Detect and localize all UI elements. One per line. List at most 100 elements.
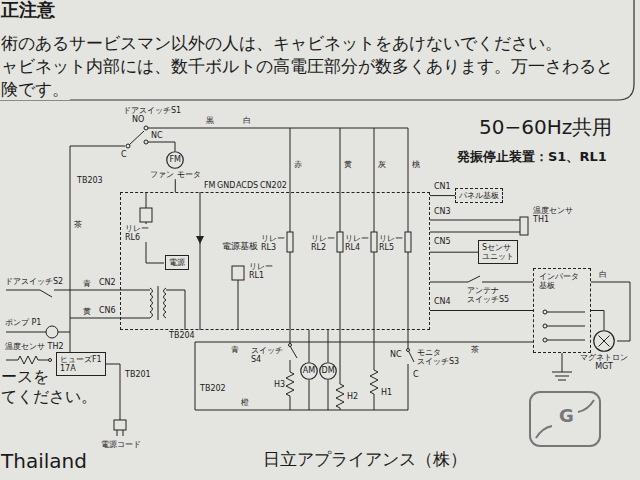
wire-color: 黄 <box>343 160 353 169</box>
wire <box>6 356 50 364</box>
warning-frame <box>0 0 634 100</box>
sensor-label: 温度センサ TH1 <box>532 206 574 224</box>
wire-color: 桃 <box>411 160 421 169</box>
wire-color: 青 <box>82 279 92 288</box>
note-text: ースを <box>0 368 50 386</box>
wire <box>591 282 630 341</box>
wire <box>6 128 630 436</box>
wire <box>370 252 378 410</box>
relay-symbol <box>337 232 343 252</box>
logo <box>530 392 600 446</box>
relay-label: リレー RL5 <box>378 234 404 252</box>
logo <box>530 392 600 446</box>
connector-wire <box>309 330 310 362</box>
power-board: 電源 電源基板 <box>120 192 430 330</box>
oscillation-stop-note: 発振停止装置：S1、RL1 <box>456 150 608 165</box>
wire-color: 茶 <box>73 220 83 229</box>
warning-text: 険です。 <box>0 80 70 100</box>
switch-label: スイッチ S4 <box>250 346 284 364</box>
damper-motor: DM <box>319 362 337 380</box>
terminal <box>543 324 547 328</box>
wire <box>164 288 167 318</box>
logo-letter: G <box>558 406 575 427</box>
wire <box>70 146 125 147</box>
panel-board: パネル基板 <box>455 188 503 203</box>
wire <box>6 290 120 297</box>
switch-label: ドアスイッチS1 <box>122 106 182 115</box>
warning-text: ャビネット内部には、数千ボルトの高電圧部分が数多くあります。万一さわると <box>0 57 614 77</box>
diode-symbol <box>196 236 204 244</box>
node-text: 電源基板 <box>221 241 259 251</box>
inverter-board: インバータ 基板 <box>533 268 591 353</box>
heater-label: H3 <box>273 380 286 389</box>
node-text: FM <box>170 155 182 164</box>
wire <box>286 372 294 410</box>
wire <box>128 131 144 146</box>
connector-wire <box>175 179 176 192</box>
pin-name: FM <box>203 181 217 190</box>
heater-label: H1 <box>380 388 393 397</box>
wire <box>117 430 123 436</box>
pin-name: ACDS <box>235 181 259 190</box>
wire <box>547 312 585 340</box>
magnetron-symbol <box>599 336 610 347</box>
wire-color: 青 <box>230 345 240 354</box>
pin-name: GND <box>216 181 236 190</box>
diode-symbol <box>196 236 204 244</box>
magnetron: マグネトロン MGT <box>580 330 628 371</box>
circle-outline <box>320 363 337 380</box>
warning-heading: 正注意 <box>0 0 56 21</box>
relay-label: リレー RL6 <box>124 224 150 242</box>
node-text: ヒューズF1 17A <box>60 355 102 373</box>
wire-color: 白 <box>242 116 252 125</box>
relay-label: リレー RL3 <box>260 234 286 252</box>
switch-label: モニタ スイッチS3 <box>416 348 460 366</box>
terminal <box>126 144 130 148</box>
switch-label: ドアスイッチS2 <box>4 277 64 286</box>
wire <box>195 342 408 410</box>
wire <box>70 318 120 319</box>
terminal-name: TB202 <box>199 384 227 393</box>
node-text: ファン モータ <box>150 170 201 179</box>
contact-label: C <box>412 370 420 379</box>
terminal <box>144 140 148 144</box>
node-text: 電源 <box>169 258 185 267</box>
wire <box>200 192 201 330</box>
wire <box>430 276 533 282</box>
switch-label: アンテナ スイッチS5 <box>466 286 510 304</box>
circle-shape <box>593 330 615 352</box>
relay-symbol <box>371 232 377 252</box>
node-text: マグネトロン MGT <box>580 353 628 371</box>
connector-wire <box>430 310 533 311</box>
wire <box>290 360 291 372</box>
connector-wire <box>430 195 455 196</box>
wire-color: 黒 <box>205 116 215 125</box>
circle-outline: FM <box>166 151 184 169</box>
sensor-unit: Sセンサ ユニット <box>478 240 518 264</box>
circle-outline <box>167 152 184 169</box>
wire <box>6 332 70 333</box>
circle-outline: AM <box>300 362 318 380</box>
connector-name: CN202 <box>259 181 288 190</box>
terminal-name: TB204 <box>168 331 196 340</box>
connector-name: CN1 <box>433 182 452 191</box>
frequency-note: 50−60Hz共用 <box>478 116 613 139</box>
relay-symbol <box>520 217 528 235</box>
relay-label: リレー RL4 <box>344 234 370 252</box>
wire <box>336 252 344 410</box>
contact-label: C <box>120 150 128 159</box>
power-unit: 電源 <box>165 255 189 270</box>
relay-label: リレー RL2 <box>310 234 336 252</box>
wire <box>195 342 533 343</box>
wire <box>120 290 150 318</box>
node-text: AM <box>303 366 315 375</box>
relay-label: リレー RL1 <box>248 262 274 280</box>
connector-name: CN4 <box>433 297 452 306</box>
contact-label: NC <box>150 131 164 140</box>
wire <box>158 286 159 320</box>
circle-outline <box>301 363 318 380</box>
node-text: インバータ 基板 <box>538 272 580 290</box>
contact-label: NO <box>131 115 145 124</box>
relay-symbol <box>114 420 126 430</box>
cord-label: 電源コード <box>100 440 142 449</box>
